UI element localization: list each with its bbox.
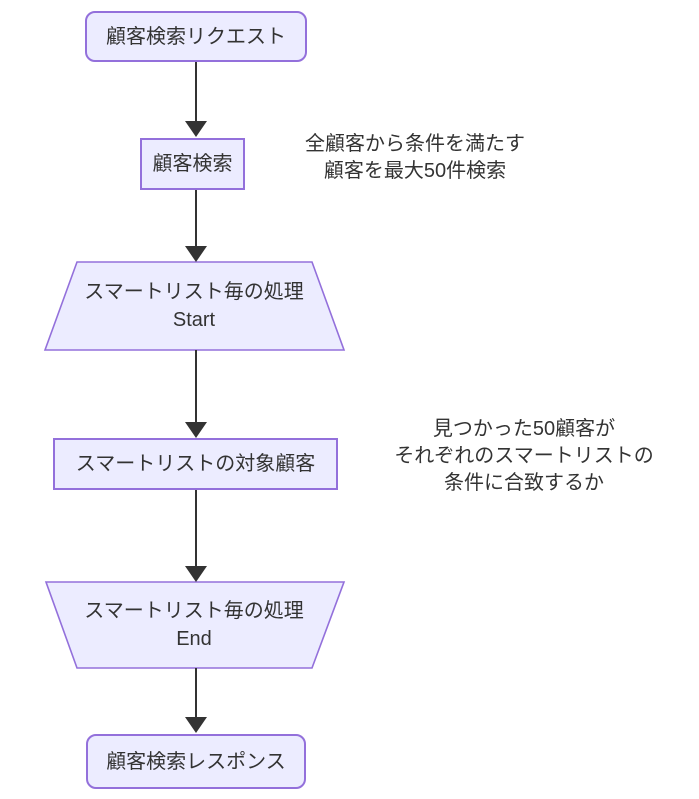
- annotation-line: 全顧客から条件を満たす: [305, 133, 525, 155]
- annotation-line: 見つかった50顧客が: [432, 418, 616, 440]
- arrow-head-icon-3: [185, 422, 207, 438]
- node-smartlist-loop-start: スマートリスト毎の処理 Start: [53, 262, 335, 350]
- arrow-line-5: [195, 668, 197, 717]
- annotation-search-condition: 全顧客から条件を満たす 顧客を最大50件検索: [285, 131, 545, 185]
- node-label: スマートリスト毎の処理: [84, 600, 304, 622]
- node-sublabel: Start: [172, 309, 216, 331]
- node-label: 顧客検索: [152, 153, 233, 175]
- annotation-line: 条件に合致するか: [444, 472, 604, 494]
- node-label: スマートリストの対象顧客: [75, 453, 316, 475]
- trapezoid-loop-start-shape: [43, 261, 346, 351]
- arrow-line-3: [195, 350, 197, 422]
- node-customer-search-response: 顧客検索レスポンス: [86, 734, 306, 789]
- node-customer-search-request: 顧客検索リクエスト: [85, 11, 307, 62]
- arrow-head-icon-5: [185, 717, 207, 733]
- arrow-line-4: [195, 490, 197, 566]
- node-smartlist-target-customers: スマートリストの対象顧客: [53, 438, 338, 490]
- node-label: 顧客検索レスポンス: [106, 750, 286, 773]
- trapezoid-loop-end-shape: [44, 581, 346, 669]
- node-label: スマートリスト毎の処理: [84, 281, 304, 303]
- node-smartlist-loop-end: スマートリスト毎の処理 End: [53, 582, 335, 668]
- node-customer-search: 顧客検索: [140, 138, 245, 190]
- node-label: 顧客検索リクエスト: [106, 25, 286, 48]
- arrow-head-icon-1: [185, 121, 207, 137]
- arrow-line-1: [195, 62, 197, 121]
- annotation-line: 顧客を最大50件検索: [323, 160, 507, 182]
- arrow-head-icon-4: [185, 566, 207, 582]
- arrow-head-icon-2: [185, 246, 207, 262]
- arrow-line-2: [195, 190, 197, 246]
- annotation-smartlist-match: 見つかった50顧客が それぞれのスマートリストの 条件に合致するか: [384, 416, 664, 497]
- node-sublabel: End: [176, 628, 212, 650]
- annotation-line: それぞれのスマートリストの: [394, 445, 654, 467]
